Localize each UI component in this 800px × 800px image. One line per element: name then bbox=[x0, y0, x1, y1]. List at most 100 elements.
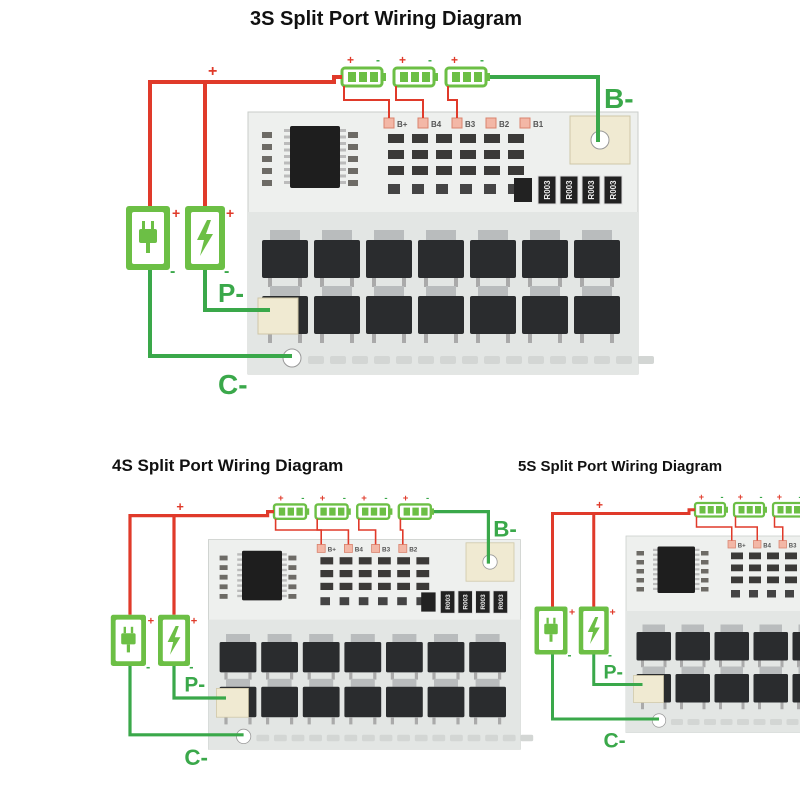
ic-body bbox=[290, 126, 340, 188]
smd-resistor bbox=[701, 569, 709, 574]
ic-pin bbox=[282, 553, 287, 556]
battery-cell-tip bbox=[486, 73, 490, 81]
mosfet-tab bbox=[720, 666, 743, 674]
battery-cell: +- bbox=[771, 492, 800, 541]
c-minus-label: C- bbox=[604, 730, 626, 753]
mosfet-tab bbox=[720, 624, 743, 632]
smd-resistor bbox=[288, 584, 297, 590]
balance-resistor bbox=[436, 166, 452, 175]
ic-pin bbox=[695, 568, 700, 571]
mosfet-lead bbox=[390, 717, 394, 725]
balance-resistor bbox=[460, 150, 476, 159]
ic-pin bbox=[340, 129, 346, 132]
smd-resistor bbox=[348, 144, 358, 150]
mosfet bbox=[675, 666, 710, 710]
mosfet bbox=[418, 286, 464, 343]
mosfet-body bbox=[753, 632, 788, 661]
ic-pin bbox=[340, 161, 346, 165]
mosfet-lead bbox=[268, 278, 272, 287]
ic-pin bbox=[653, 568, 658, 571]
board-pad-strip bbox=[432, 734, 446, 742]
balance-resistor bbox=[397, 557, 410, 565]
c-minus-label: C- bbox=[184, 745, 208, 770]
smd-resistor bbox=[348, 132, 358, 138]
smd-resistor bbox=[636, 560, 644, 565]
board-pad-strip bbox=[374, 356, 390, 364]
mosfet-tab bbox=[642, 666, 665, 674]
mosfet-lead bbox=[476, 334, 480, 343]
ic-pin bbox=[237, 579, 242, 582]
load-plus-label: + bbox=[226, 205, 234, 221]
battery-cell-bar bbox=[716, 506, 722, 514]
balance-wire bbox=[343, 86, 390, 118]
battery-cell-bar bbox=[412, 507, 419, 516]
ic-pin bbox=[340, 148, 346, 152]
plug-icon-cord bbox=[549, 634, 553, 642]
ic-pin bbox=[284, 155, 290, 158]
charger-minus-label: - bbox=[170, 263, 175, 280]
ic-pin bbox=[695, 573, 700, 576]
balance-resistor bbox=[339, 582, 353, 590]
mosfet-lead bbox=[680, 660, 683, 668]
mosfet-tab bbox=[475, 634, 500, 642]
balance-pad-label: B+ bbox=[397, 120, 408, 129]
cell-plus-label: + bbox=[699, 492, 704, 502]
positive-wire-charger bbox=[148, 75, 342, 206]
balance-resistor bbox=[378, 582, 391, 590]
sense-resistor-label: R003 bbox=[480, 594, 487, 610]
mosfet-body bbox=[418, 240, 464, 278]
mosfet-tab bbox=[309, 634, 334, 642]
mosfet-lead bbox=[350, 278, 354, 287]
c-minus-wire bbox=[551, 654, 659, 721]
battery-cell-bar bbox=[296, 507, 303, 516]
balance-pad-label: B3 bbox=[382, 547, 391, 554]
smd-resistor bbox=[701, 560, 709, 565]
balance-resistor bbox=[412, 166, 428, 175]
battery-cell-bar bbox=[278, 507, 286, 516]
balance-resistor bbox=[785, 564, 797, 572]
charger-minus-label: - bbox=[146, 659, 150, 674]
load-plus-label: + bbox=[610, 607, 616, 619]
board-pad-strip bbox=[450, 734, 463, 742]
balance-resistor bbox=[767, 564, 779, 572]
charger-minus-label: - bbox=[568, 648, 572, 662]
balance-pad bbox=[519, 117, 531, 129]
balance-resistor bbox=[731, 576, 743, 584]
smd-resistor bbox=[348, 168, 358, 174]
charger-device: +- bbox=[110, 614, 155, 674]
mosfet-lead bbox=[719, 702, 722, 710]
mosfet-lead bbox=[350, 334, 354, 343]
mosfet bbox=[219, 634, 257, 680]
mosfet-body bbox=[522, 240, 568, 278]
smd-resistor bbox=[348, 156, 358, 162]
battery-cell-bar bbox=[362, 507, 369, 516]
battery-cell-bar bbox=[452, 72, 460, 82]
small-transistor bbox=[397, 597, 407, 606]
mosfet-lead bbox=[719, 660, 722, 668]
mosfet-tab bbox=[392, 678, 417, 687]
diagram-title-4s: 4S Split Port Wiring Diagram bbox=[112, 456, 344, 475]
mosfet-body bbox=[574, 296, 620, 334]
mosfet-lead bbox=[702, 702, 706, 710]
p-minus-pad bbox=[257, 297, 299, 335]
smd-resistor bbox=[219, 574, 228, 580]
balance-resistor bbox=[484, 150, 500, 159]
battery-cell-bar bbox=[422, 72, 430, 82]
mosfet-lead bbox=[780, 660, 784, 668]
battery-cell-bar bbox=[738, 506, 745, 514]
balance-pad bbox=[383, 117, 395, 129]
mosfet-tab bbox=[392, 634, 417, 642]
mosfet-lead bbox=[424, 334, 428, 343]
mosfet-body bbox=[470, 240, 516, 278]
cell-plus-label: + bbox=[320, 493, 326, 504]
balance-resistor bbox=[320, 570, 334, 578]
battery-cell-bar bbox=[777, 506, 784, 514]
ic-pin bbox=[237, 563, 242, 566]
mosfet-lead bbox=[266, 672, 270, 680]
mosfet-lead bbox=[268, 334, 272, 343]
mosfet-body bbox=[636, 632, 671, 661]
cell-plus-label: + bbox=[777, 492, 782, 502]
board-pad-strip bbox=[520, 734, 534, 742]
mosfet-body bbox=[792, 674, 800, 703]
